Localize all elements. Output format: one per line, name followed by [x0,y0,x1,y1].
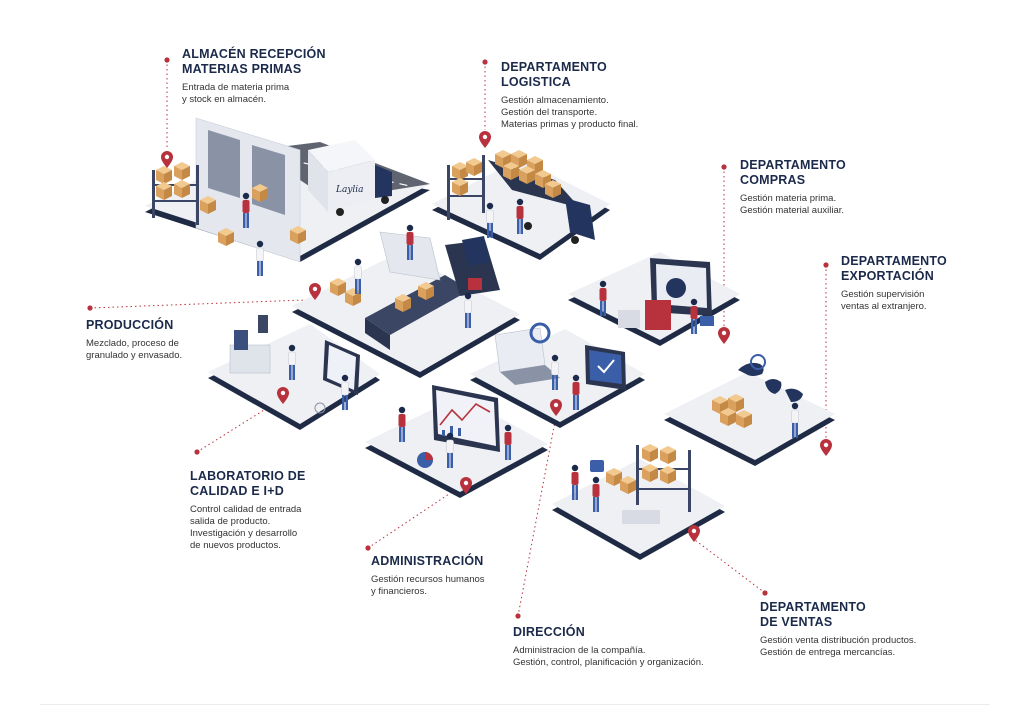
label-laboratorio-title: LABORATORIO DE CALIDAD E I+D [190,469,306,498]
label-produccion: PRODUCCIÓN Mezclado, proceso de granulad… [86,318,182,362]
platform-laboratorio [208,315,380,430]
label-produccion-desc: Mezclado, proceso de granulado y envasad… [86,338,183,361]
delivery-truck: Laylia [308,140,392,216]
platform-compras [568,252,740,346]
label-almacen: ALMACÉN RECEPCIÓN MATERIAS PRIMAS Entrad… [182,47,326,106]
label-compras: DEPARTAMENTO COMPRAS Gestión materia pri… [740,158,846,217]
label-logistica-title: DEPARTAMENTO LOGISTICA [501,60,607,89]
label-logistica: DEPARTAMENTO LOGISTICA Gestión almacenam… [501,60,638,131]
label-administracion-desc: Gestión recursos humanos y financieros. [371,574,485,597]
world-map-icon [738,362,803,402]
label-exportacion: DEPARTAMENTO EXPORTACIÓN Gestión supervi… [841,254,947,313]
label-logistica-desc: Gestión almacenamiento. Gestión del tran… [501,95,639,130]
label-ventas-title: DEPARTAMENTO DE VENTAS [760,600,866,629]
label-exportacion-desc: Gestión supervisión ventas al extranjero… [841,289,927,312]
label-laboratorio: LABORATORIO DE CALIDAD E I+D Control cal… [190,469,306,552]
label-laboratorio-desc: Control calidad de entrada salida de pro… [190,504,302,551]
label-compras-title: DEPARTAMENTO COMPRAS [740,158,846,187]
label-direccion-desc: Administracion de la compañía. Gestión, … [513,645,704,668]
platform-direccion [470,322,645,428]
label-administracion-title: ADMINISTRACIÓN [371,554,484,568]
truck-logo: Laylia [335,185,364,195]
label-administracion: ADMINISTRACIÓN Gestión recursos humanos … [371,554,485,598]
label-ventas: DEPARTAMENTO DE VENTAS Gestión venta dis… [760,600,916,659]
platform-exportacion [664,354,835,466]
label-compras-desc: Gestión materia prima. Gestión material … [740,193,845,216]
label-almacen-desc: Entrada de materia prima y stock en alma… [182,82,290,105]
platform-ventas [552,444,725,560]
bottom-divider [40,704,990,705]
platform-produccion [292,224,520,378]
label-bullets [87,57,829,619]
platform-administracion [365,385,548,498]
platform-almacen: Laylia [145,117,430,277]
platform-logistica [432,131,610,260]
label-exportacion-title: DEPARTAMENTO EXPORTACIÓN [841,254,947,283]
label-almacen-title: ALMACÉN RECEPCIÓN MATERIAS PRIMAS [182,47,326,76]
label-produccion-title: PRODUCCIÓN [86,318,174,332]
label-direccion-title: DIRECCIÓN [513,625,585,639]
label-direccion: DIRECCIÓN Administracion de la compañía.… [513,625,704,669]
label-ventas-desc: Gestión venta distribución productos. Ge… [760,635,917,658]
